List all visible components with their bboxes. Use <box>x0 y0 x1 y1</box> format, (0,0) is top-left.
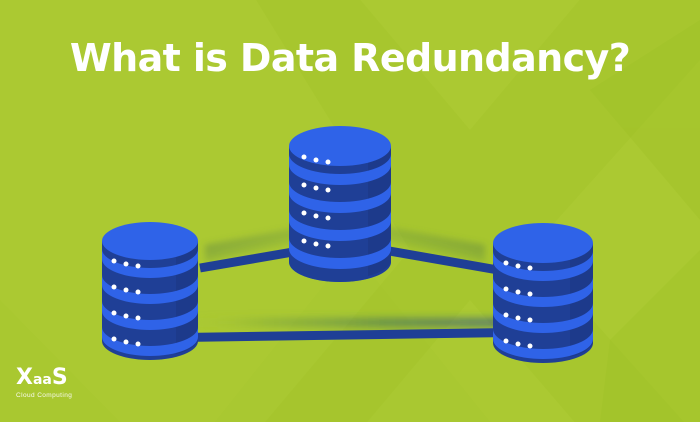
db-right-lid <box>493 223 593 263</box>
conn-top-right <box>371 243 499 275</box>
logo-letters-aa: aa <box>32 372 52 388</box>
db-top-stack <box>289 126 391 282</box>
chevron-shape-secondary <box>590 20 700 422</box>
db-top-stack-dots <box>301 154 331 249</box>
db-top-stack-lid <box>289 126 391 166</box>
db-right-indicator-dots <box>503 260 533 349</box>
db-left-indicator-dots <box>111 258 141 347</box>
db-left-lid <box>102 222 198 260</box>
brand-logo[interactable]: XaaS Cloud Computing <box>16 365 100 404</box>
logo-wordmark: XaaS <box>16 365 100 390</box>
db-top-stack-bands <box>289 154 391 269</box>
db-right-bands <box>493 251 593 359</box>
db-top-stack-band-3 <box>289 210 391 241</box>
logo-letter-s: S <box>51 365 68 390</box>
conn-left-right <box>149 327 546 343</box>
db-left <box>102 222 198 360</box>
db-top-stack-band-2 <box>289 182 391 213</box>
db-right-band-2 <box>493 277 593 307</box>
db-right-band-1 <box>493 251 593 281</box>
shadow-horizontal-connector <box>185 318 515 327</box>
db-left-band-3 <box>102 301 198 330</box>
db-left-band-4 <box>102 327 198 356</box>
db-right-band-3 <box>493 303 593 333</box>
logo-tagline: Cloud Computing <box>16 392 73 399</box>
db-top-stack-band-1 <box>289 154 391 185</box>
db-right-band-4 <box>493 329 593 359</box>
db-left-band-2 <box>102 275 198 304</box>
db-right <box>493 223 593 363</box>
db-left-band-1 <box>102 249 198 278</box>
logo-letter-x: X <box>16 365 33 390</box>
db-left-bands <box>102 249 198 356</box>
db-top-stack-band-4 <box>289 238 391 269</box>
page-title: What is Data Redundancy? <box>69 36 631 80</box>
